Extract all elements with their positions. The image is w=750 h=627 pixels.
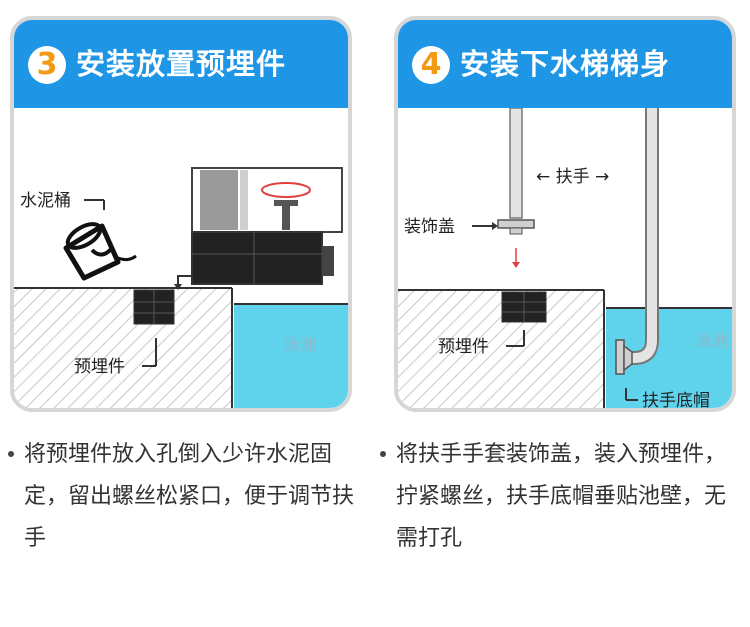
embed-label: 预埋件 xyxy=(438,337,489,357)
step-3-title: 安装放置预埋件 xyxy=(76,47,287,81)
bullet-dot-icon xyxy=(380,451,386,457)
bucket-icon xyxy=(63,222,137,281)
pool-label: 泳池 xyxy=(696,331,728,350)
concrete-ground xyxy=(398,290,604,408)
base-cap-label: 扶手底帽 xyxy=(642,391,710,408)
step-3-header: 3 安装放置预埋件 xyxy=(14,20,348,108)
base-cap xyxy=(615,339,625,375)
step-4-number-badge: 4 xyxy=(412,46,450,84)
step-4-header: 4 安装下水梯梯身 xyxy=(398,20,732,108)
cover-label: 装饰盖 xyxy=(404,217,455,237)
step-3-description: 将预埋件放入孔倒入少许水泥固定，留出螺丝松紧口，便于调节扶手 xyxy=(8,434,358,560)
step-3-description-text: 将预埋件放入孔倒入少许水泥固定，留出螺丝松紧口，便于调节扶手 xyxy=(24,442,355,551)
handrail-label: ← 扶手 → xyxy=(536,167,609,187)
step-4-title: 安装下水梯梯身 xyxy=(460,47,671,81)
step-3-illustration: 泳池 水泥桶 预埋件 xyxy=(14,167,348,408)
decor-cover xyxy=(497,219,535,229)
embed-label: 预埋件 xyxy=(74,357,125,377)
step-3-number-badge: 3 xyxy=(28,46,66,84)
handrail-pipe xyxy=(509,108,523,219)
step-3-card: 3 安装放置预埋件 泳池 水 xyxy=(10,16,352,412)
bullet-dot-icon xyxy=(8,451,14,457)
step-4-illustration: 泳池 装饰盖 ← 扶手 → 扶手底帽 预埋件 xyxy=(398,108,732,408)
step-4-description: 将扶手手套装饰盖，装入预埋件，拧紧螺丝，扶手底帽垂贴池壁，无需打孔 xyxy=(380,434,746,560)
step-4-card: 4 安装下水梯梯身 泳池 装饰盖 ← 扶手 → xyxy=(394,16,736,412)
pool-label: 泳池 xyxy=(284,335,316,354)
step-4-description-text: 将扶手手套装饰盖，装入预埋件，拧紧螺丝，扶手底帽垂贴池壁，无需打孔 xyxy=(396,442,727,551)
concrete-ground xyxy=(14,288,232,408)
bucket-label: 水泥桶 xyxy=(20,191,71,211)
pool-water xyxy=(234,304,348,408)
